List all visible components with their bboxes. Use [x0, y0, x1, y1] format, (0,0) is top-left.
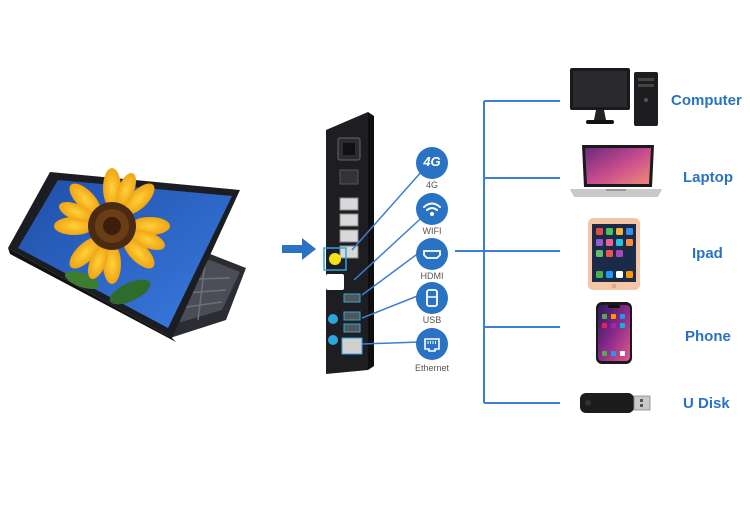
device-label-phone: Phone [685, 328, 731, 345]
device-tree-connector [455, 100, 560, 404]
device-label-udisk: U Disk [683, 395, 730, 412]
device-label-computer: Computer [671, 92, 742, 109]
computer-icon [570, 68, 658, 126]
port-label-ethernet: Ethernet [414, 363, 450, 373]
device-label-ipad: Ipad [692, 245, 723, 262]
ethernet-icon [416, 328, 448, 360]
laptop-icon [570, 145, 662, 197]
wifi-icon [416, 193, 448, 225]
4g-icon: 4G [416, 147, 448, 179]
port-label-hdmi: HDMI [420, 271, 444, 281]
port-label-usb: USB [422, 315, 442, 325]
led-display-panel [8, 168, 246, 342]
hdmi-icon [416, 238, 448, 270]
port-connector-lines [351, 161, 431, 345]
phone-icon [596, 302, 632, 364]
tablet-icon [588, 218, 640, 290]
usb-drive-icon [580, 393, 651, 413]
arrow-right-icon [282, 238, 316, 260]
port-label-4g: 4G [425, 180, 438, 190]
usb-icon [416, 282, 448, 314]
control-box [323, 112, 374, 374]
device-label-laptop: Laptop [683, 169, 733, 186]
port-label-wifi: WIFI [422, 226, 442, 236]
